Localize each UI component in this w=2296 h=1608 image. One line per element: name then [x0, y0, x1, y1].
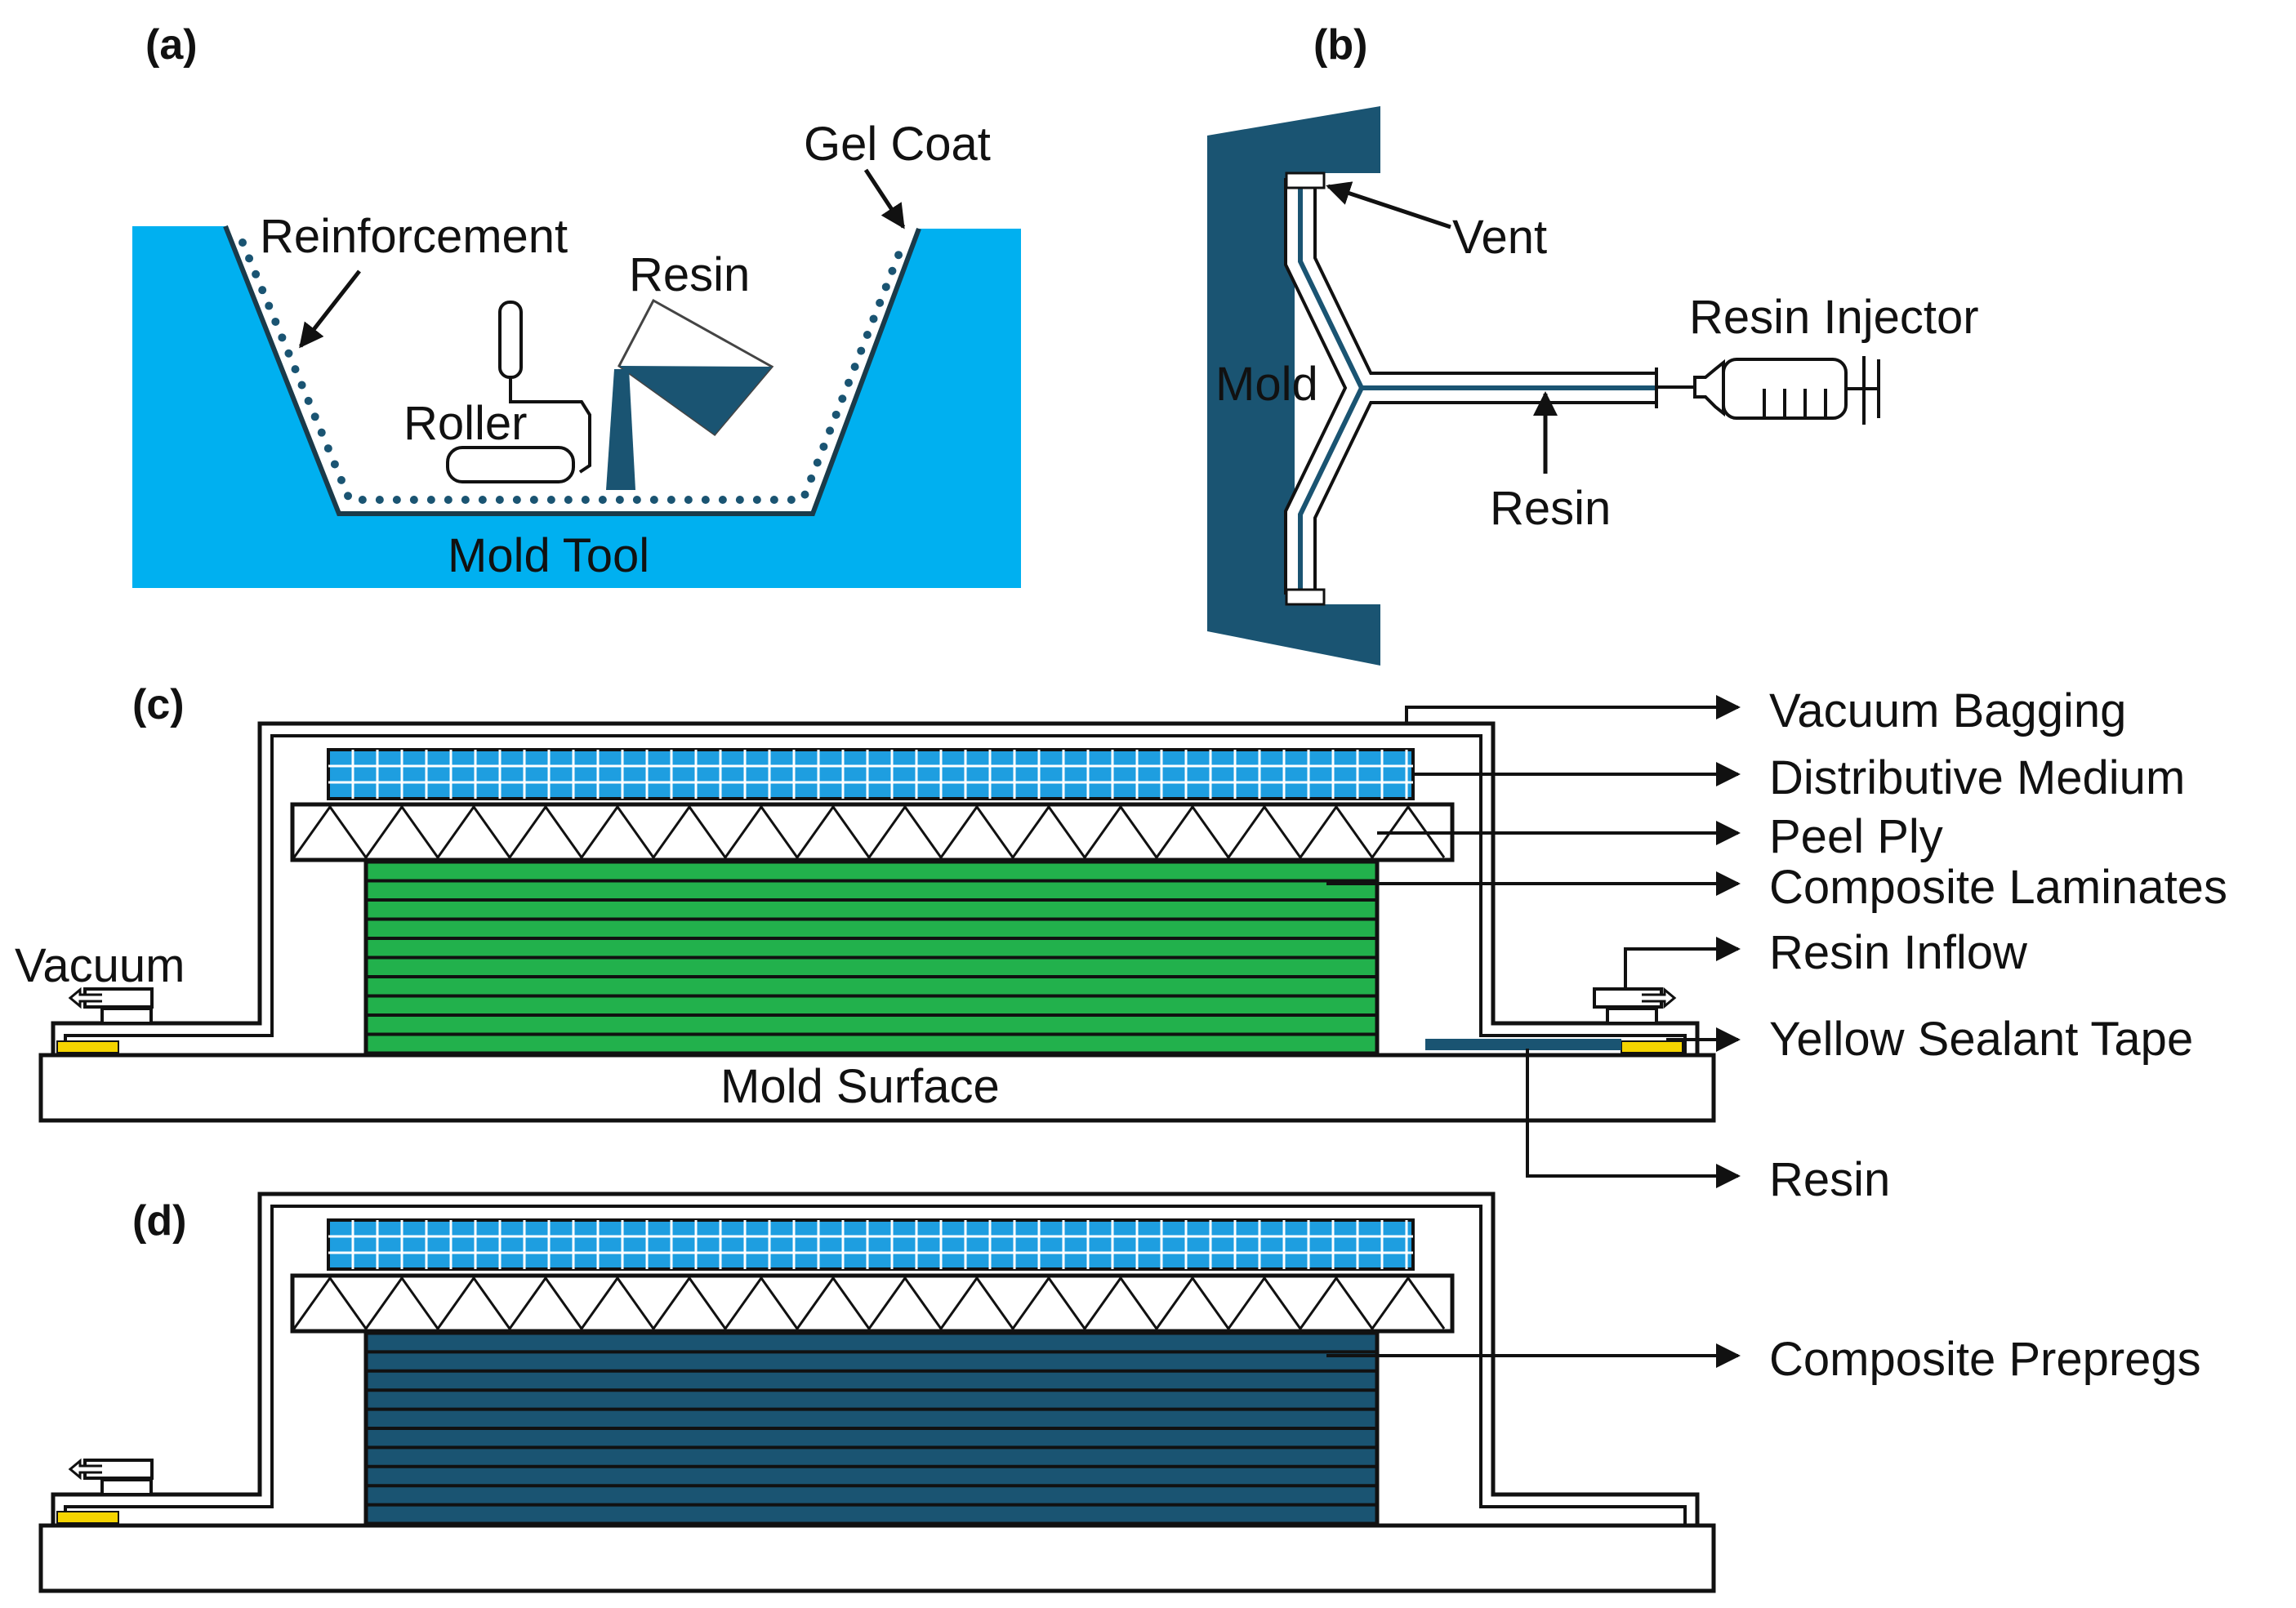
mold-surface-d — [38, 1523, 1716, 1593]
distributive-medium-mesh — [328, 750, 1413, 799]
sealant-tape-left — [56, 1040, 119, 1053]
mold-label: Mold — [1215, 358, 1318, 411]
distributive-medium-d — [327, 1218, 1415, 1271]
sealant-tape-d — [56, 1511, 119, 1524]
vacuum-bag-inner — [64, 734, 1687, 1055]
prepreg-layer-lines — [366, 1350, 1377, 1507]
peel-ply-label: Peel Ply — [1769, 810, 1943, 863]
resin-strip — [1425, 1039, 1621, 1050]
gel-coat-arrow — [863, 168, 906, 229]
roller-icon — [446, 301, 591, 483]
panel-c: (c) Vacuum Mold Surface — [15, 681, 2227, 1206]
resin-beaker-icon — [606, 298, 774, 490]
reinforcement-dots — [239, 238, 907, 504]
yellow-sealant-tape-label: Yellow Sealant Tape — [1769, 1013, 2193, 1066]
vacuum-bagging-label: Vacuum Bagging — [1769, 684, 2126, 737]
panel-a-tag: (a) — [145, 21, 198, 69]
vacuum-port-icon — [68, 987, 154, 1025]
composite-laminates-label: Composite Laminates — [1769, 861, 2227, 914]
panel-a: (a) Gel Coat Reinforcement Resin Roller … — [132, 21, 1021, 588]
mold-surface-label: Mold Surface — [720, 1060, 1000, 1113]
mold-cavity-edge — [223, 225, 921, 516]
distributive-medium-label: Distributive Medium — [1769, 751, 2185, 804]
closed-mold-body — [1207, 106, 1380, 666]
resin-inflow-port-icon — [1593, 987, 1677, 1025]
vacuum-bag-outer — [51, 721, 1700, 1055]
panel-b: (b) Vent Mold Resin Injector Resin — [1207, 21, 1979, 666]
distributive-medium — [327, 748, 1415, 800]
roller-label: Roller — [403, 397, 528, 450]
resin-injector-label: Resin Injector — [1689, 291, 1979, 344]
resin-label-a: Resin — [629, 248, 750, 301]
resin-inflow-leader — [1624, 937, 1741, 989]
reinforcement-arrow — [299, 269, 361, 349]
vent-arrow — [1326, 181, 1451, 229]
mold-tool-label: Mold Tool — [448, 529, 649, 582]
resin-inflow-label: Resin Inflow — [1769, 926, 2028, 979]
peel-ply-pattern-d — [292, 1276, 1446, 1331]
vacuum-port-icon-d — [68, 1458, 154, 1496]
reinforcement-label: Reinforcement — [260, 210, 568, 263]
vacuum-bag-outer-d — [51, 1192, 1700, 1526]
panel-d-tag: (d) — [132, 1197, 186, 1245]
peel-ply-pattern — [292, 804, 1446, 860]
vacuum-label: Vacuum — [15, 939, 185, 992]
sealant-tape-right — [1621, 1040, 1683, 1053]
distributive-medium-mesh-d — [328, 1220, 1413, 1269]
panel-d: (d) Composite Prepregs — [38, 1192, 2201, 1593]
resin-label-b: Resin — [1490, 482, 1611, 535]
vent-label: Vent — [1452, 211, 1547, 264]
composite-prepregs-label: Composite Prepregs — [1769, 1333, 2201, 1386]
vacuum-bag-inner-d — [64, 1205, 1687, 1526]
resin-label-c: Resin — [1769, 1153, 1890, 1206]
resin-injector-icon — [1658, 356, 1880, 425]
gel-coat-label: Gel Coat — [804, 118, 991, 171]
panel-c-tag: (c) — [132, 681, 185, 728]
resin-leader — [1526, 1049, 1741, 1188]
vacuum-bagging-leader — [1405, 695, 1741, 724]
laminate-layer-lines — [366, 879, 1377, 1036]
panel-b-tag: (b) — [1313, 21, 1367, 69]
